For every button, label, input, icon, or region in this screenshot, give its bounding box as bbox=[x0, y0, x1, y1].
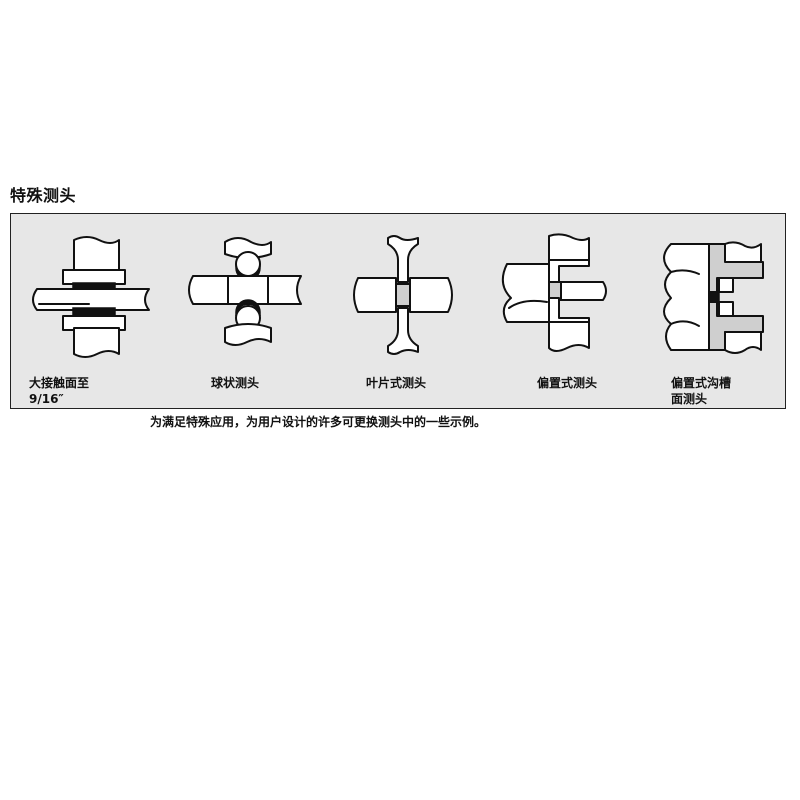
ball-probe-icon bbox=[188, 237, 302, 346]
probe-label: 大接触面至 9/16″ bbox=[29, 376, 90, 406]
probe-offset-groove: 偏置式沟槽 面测头 bbox=[649, 232, 779, 408]
section-title: 特殊测头 bbox=[10, 186, 77, 205]
large-contact-probe-icon bbox=[32, 236, 150, 358]
probe-ball: 球状测头 bbox=[183, 232, 313, 408]
probe-large-contact: 大接触面至 9/16″ bbox=[29, 232, 159, 408]
probe-label: 偏置式沟槽 面测头 bbox=[671, 376, 732, 406]
figure-caption: 为满足特殊应用，为用户设计的许多可更换测头中的一些示例。 bbox=[150, 415, 487, 429]
offset-groove-probe-icon bbox=[663, 241, 764, 354]
probe-label: 叶片式测头 bbox=[366, 376, 427, 390]
probe-examples-panel: 大接触面至 9/16″ 球状测头 bbox=[10, 213, 786, 409]
probe-blade: 叶片式测头 bbox=[344, 232, 474, 408]
offset-probe-icon bbox=[501, 233, 607, 352]
probe-offset: 偏置式测头 bbox=[491, 232, 621, 408]
probe-label: 球状测头 bbox=[211, 376, 260, 390]
probe-label: 偏置式测头 bbox=[537, 376, 598, 390]
blade-probe-icon bbox=[353, 235, 453, 355]
